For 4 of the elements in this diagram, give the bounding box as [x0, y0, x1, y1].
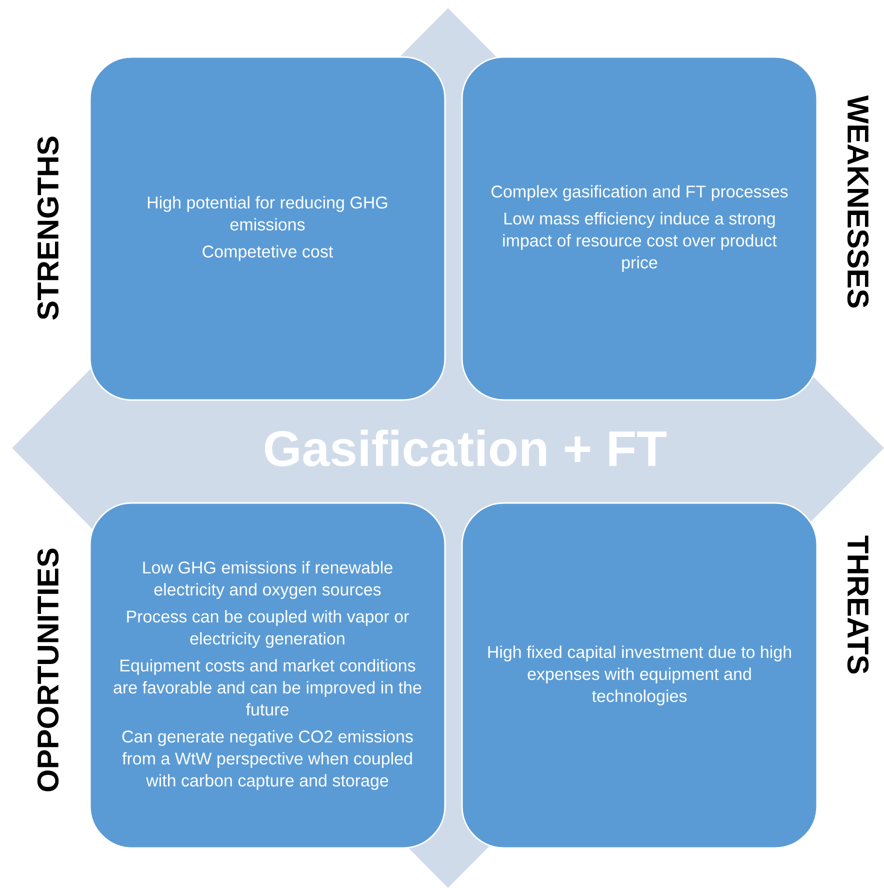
quadrant-heading: STRENGTHS	[37, 136, 59, 320]
quadrant-heading: THREATS	[847, 536, 869, 674]
quadrant-heading: WEAKNESSES	[847, 95, 869, 308]
quadrant-heading: OPPORTUNITIES	[37, 548, 59, 792]
